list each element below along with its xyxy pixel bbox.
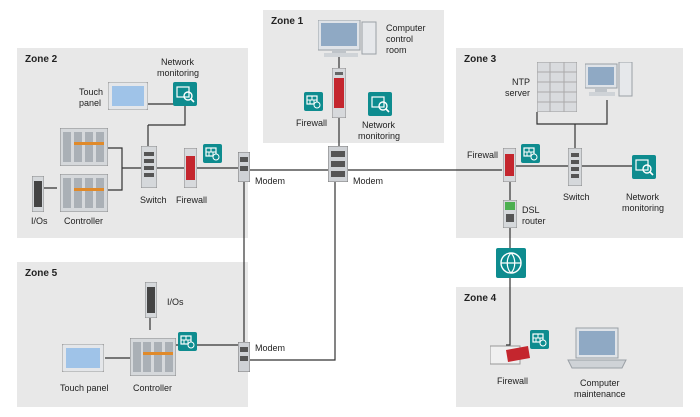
z4-firewall-label: Firewall	[497, 376, 529, 386]
z5-touch-panel-label: Touch panel	[60, 383, 109, 393]
ntp-server-label-1: NTP	[512, 77, 530, 87]
z3-switch-icon	[568, 148, 582, 186]
z2-controller-bottom-icon	[60, 174, 108, 212]
z2-touch-panel-label-1: Touch	[79, 87, 104, 97]
z4-firewall-symbol-icon	[530, 330, 549, 349]
computer-maintenance-label-1: Computer	[580, 378, 620, 388]
z5-touch-panel-icon	[62, 344, 104, 372]
z2-network-monitoring-label-2: monitoring	[157, 68, 200, 78]
z1-network-monitoring-label-1: Network	[362, 120, 396, 130]
dsl-router-label-1: DSL	[522, 205, 540, 215]
z2-firewall-symbol-icon	[203, 144, 222, 163]
ntp-server-label-2: server	[505, 88, 531, 98]
z2-firewall-label: Firewall	[176, 195, 208, 205]
z1-firewall-symbol-icon	[304, 92, 323, 111]
zone-3-title: Zone 3	[464, 54, 497, 65]
z3-network-monitoring-label-1: Network	[626, 192, 660, 202]
z4-firewall-device-icon	[490, 345, 530, 365]
z5-ios-label: I/Os	[167, 297, 184, 307]
computer-maintenance-label-2: maintenance	[574, 389, 626, 399]
z3-network-monitoring-icon	[632, 155, 656, 179]
z5-modem-icon	[238, 342, 250, 372]
z2-touch-panel-label-2: panel	[79, 98, 102, 108]
zone-1-title: Zone 1	[271, 16, 304, 27]
control-room-computer-icon	[318, 20, 377, 57]
z2-modem-label: Modem	[255, 176, 286, 186]
z3-firewall-symbol-icon	[521, 144, 540, 163]
zone-5-title: Zone 5	[25, 268, 58, 279]
z2-touch-panel-icon	[108, 82, 148, 110]
z2-network-monitoring-icon	[173, 82, 197, 106]
z2-switch-icon	[141, 146, 157, 188]
z5-firewall-symbol-icon	[178, 332, 197, 351]
zone-5: Zone 5	[17, 262, 248, 407]
z5-modem-label: Modem	[255, 343, 286, 353]
z3-switch-label: Switch	[563, 192, 590, 202]
z2-switch-label: Switch	[140, 195, 167, 205]
z3-firewall-device-icon	[503, 148, 516, 182]
dsl-router-label-2: router	[522, 216, 546, 226]
maintenance-laptop-icon	[567, 327, 627, 369]
z1-network-monitoring-icon	[368, 92, 392, 116]
z5-controller-icon	[130, 338, 176, 376]
computer-control-room-label-2: control	[386, 34, 414, 44]
z2-ios-label: I/Os	[31, 216, 48, 226]
z1-firewall-device-icon	[332, 68, 346, 118]
zone-2-title: Zone 2	[25, 54, 58, 65]
z1-firewall-label: Firewall	[296, 118, 328, 128]
computer-control-room-label-3: room	[386, 45, 407, 55]
zone-2: Zone 2	[17, 48, 248, 238]
computer-control-room-label-1: Computer	[386, 23, 426, 33]
z5-ios-icon	[145, 282, 157, 318]
z3-network-monitoring-label-2: monitoring	[622, 203, 665, 213]
ntp-server-computer-icon	[585, 62, 633, 97]
z1-network-monitoring-label-2: monitoring	[358, 131, 401, 141]
z1-modem-icon	[328, 146, 348, 182]
z2-firewall-device-icon	[184, 148, 197, 188]
z2-modem-icon	[238, 152, 250, 182]
z2-ios-icon	[32, 176, 44, 212]
z3-firewall-label: Firewall	[467, 150, 499, 160]
z1-modem-label: Modem	[353, 176, 384, 186]
ntp-server-rack-icon	[537, 62, 577, 112]
internet-globe-icon	[496, 248, 526, 278]
z2-controller-top-icon	[60, 128, 108, 166]
z2-controller-label: Controller	[64, 216, 104, 226]
dsl-router-icon	[503, 200, 517, 228]
zone-4-title: Zone 4	[464, 293, 497, 304]
z2-network-monitoring-label-1: Network	[161, 57, 195, 67]
z5-controller-label: Controller	[133, 383, 173, 393]
